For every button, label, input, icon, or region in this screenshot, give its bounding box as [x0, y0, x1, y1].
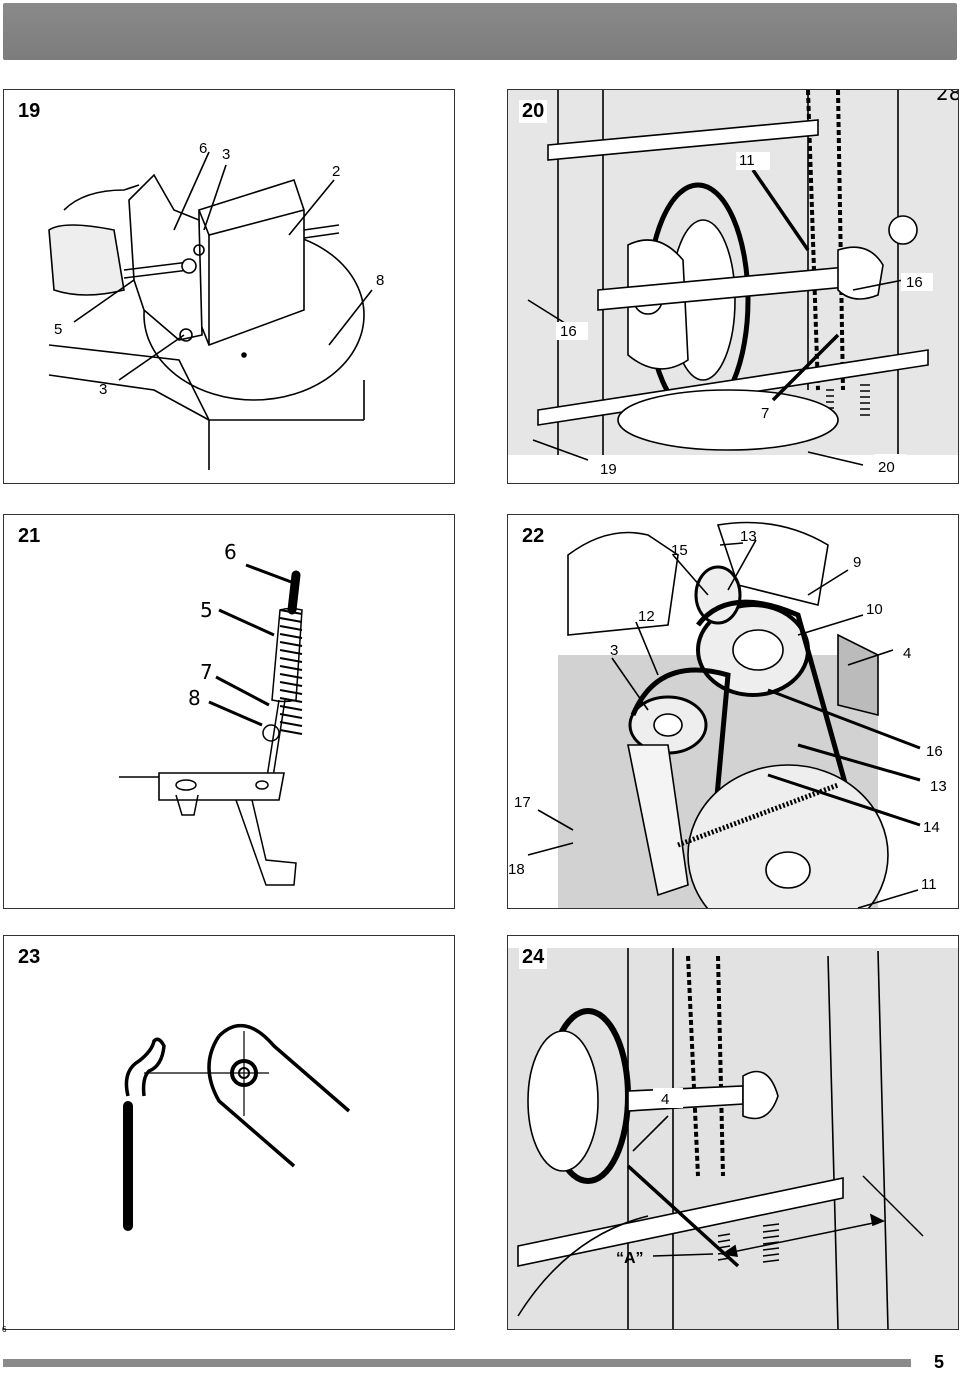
figure-21-drawing: 6 5 7 8: [119, 540, 303, 886]
callout-label: 12: [638, 608, 655, 625]
callout-label: 5: [54, 321, 62, 338]
figure-22-drawing: 13 15 9 12 10 3 4 16 17 13 14 18 11: [508, 521, 947, 908]
callout-label: 17: [514, 794, 531, 811]
callout-label: “A”: [616, 1250, 644, 1267]
figure-21-panel: 21 6 5 7 8: [3, 514, 455, 909]
callout-label: 15: [671, 542, 688, 559]
header-bar: [3, 3, 957, 60]
figure-number: 21: [15, 525, 44, 548]
figure-19-drawing: 6 3 2 8 5 3: [48, 140, 384, 470]
callout-label: 28: [936, 90, 958, 105]
callout-label: 7: [761, 405, 769, 422]
figure-number: 19: [15, 100, 44, 123]
side-marker: 6: [2, 1325, 7, 1334]
callout-label: 11: [921, 876, 937, 893]
figure-22-panel: 22: [507, 514, 959, 909]
callout-label: 13: [930, 778, 947, 795]
figure-23-panel: 23: [3, 935, 455, 1330]
callout-label: 18: [508, 861, 525, 878]
figure-19-panel: 19: [3, 89, 455, 484]
page-number: 5: [934, 1352, 945, 1372]
callout-label: 8: [376, 272, 384, 289]
figure-20-drawing: 11 16 16 7 19 20 28: [508, 90, 958, 478]
figure-24-drawing: 4 “A”: [508, 948, 958, 1329]
callout-label: 13: [740, 528, 757, 545]
callout-label: 16: [560, 323, 577, 340]
callout-label: 16: [926, 743, 943, 760]
figure-24-panel: 24: [507, 935, 959, 1330]
figure-23-drawing: [123, 1023, 351, 1231]
callout-label: 4: [661, 1091, 669, 1108]
figure-number: 23: [15, 946, 44, 969]
figure-number: 20: [519, 100, 548, 123]
figure-number: 24: [519, 946, 548, 969]
callout-label: 11: [739, 152, 755, 169]
callout-label: 4: [903, 645, 911, 662]
callout-label: 6: [224, 540, 237, 564]
callout-label: 7: [200, 660, 213, 684]
callout-label: 6: [199, 140, 207, 157]
callout-label: 3: [222, 146, 230, 163]
callout-label: 20: [878, 459, 895, 476]
callout-label: 16: [906, 274, 923, 291]
footer-bar: [3, 1359, 911, 1367]
callout-label: 2: [332, 163, 340, 180]
callout-label: 8: [188, 686, 201, 710]
callout-label: 9: [853, 554, 861, 571]
callout-label: 5: [200, 598, 213, 622]
callout-label: 10: [866, 601, 883, 618]
callout-label: 19: [600, 461, 617, 478]
figure-20-panel: 20: [507, 89, 959, 484]
callout-label: 3: [610, 642, 618, 659]
callout-label: 3: [99, 381, 107, 398]
figure-number: 22: [519, 525, 548, 548]
callout-label: 14: [923, 819, 940, 836]
